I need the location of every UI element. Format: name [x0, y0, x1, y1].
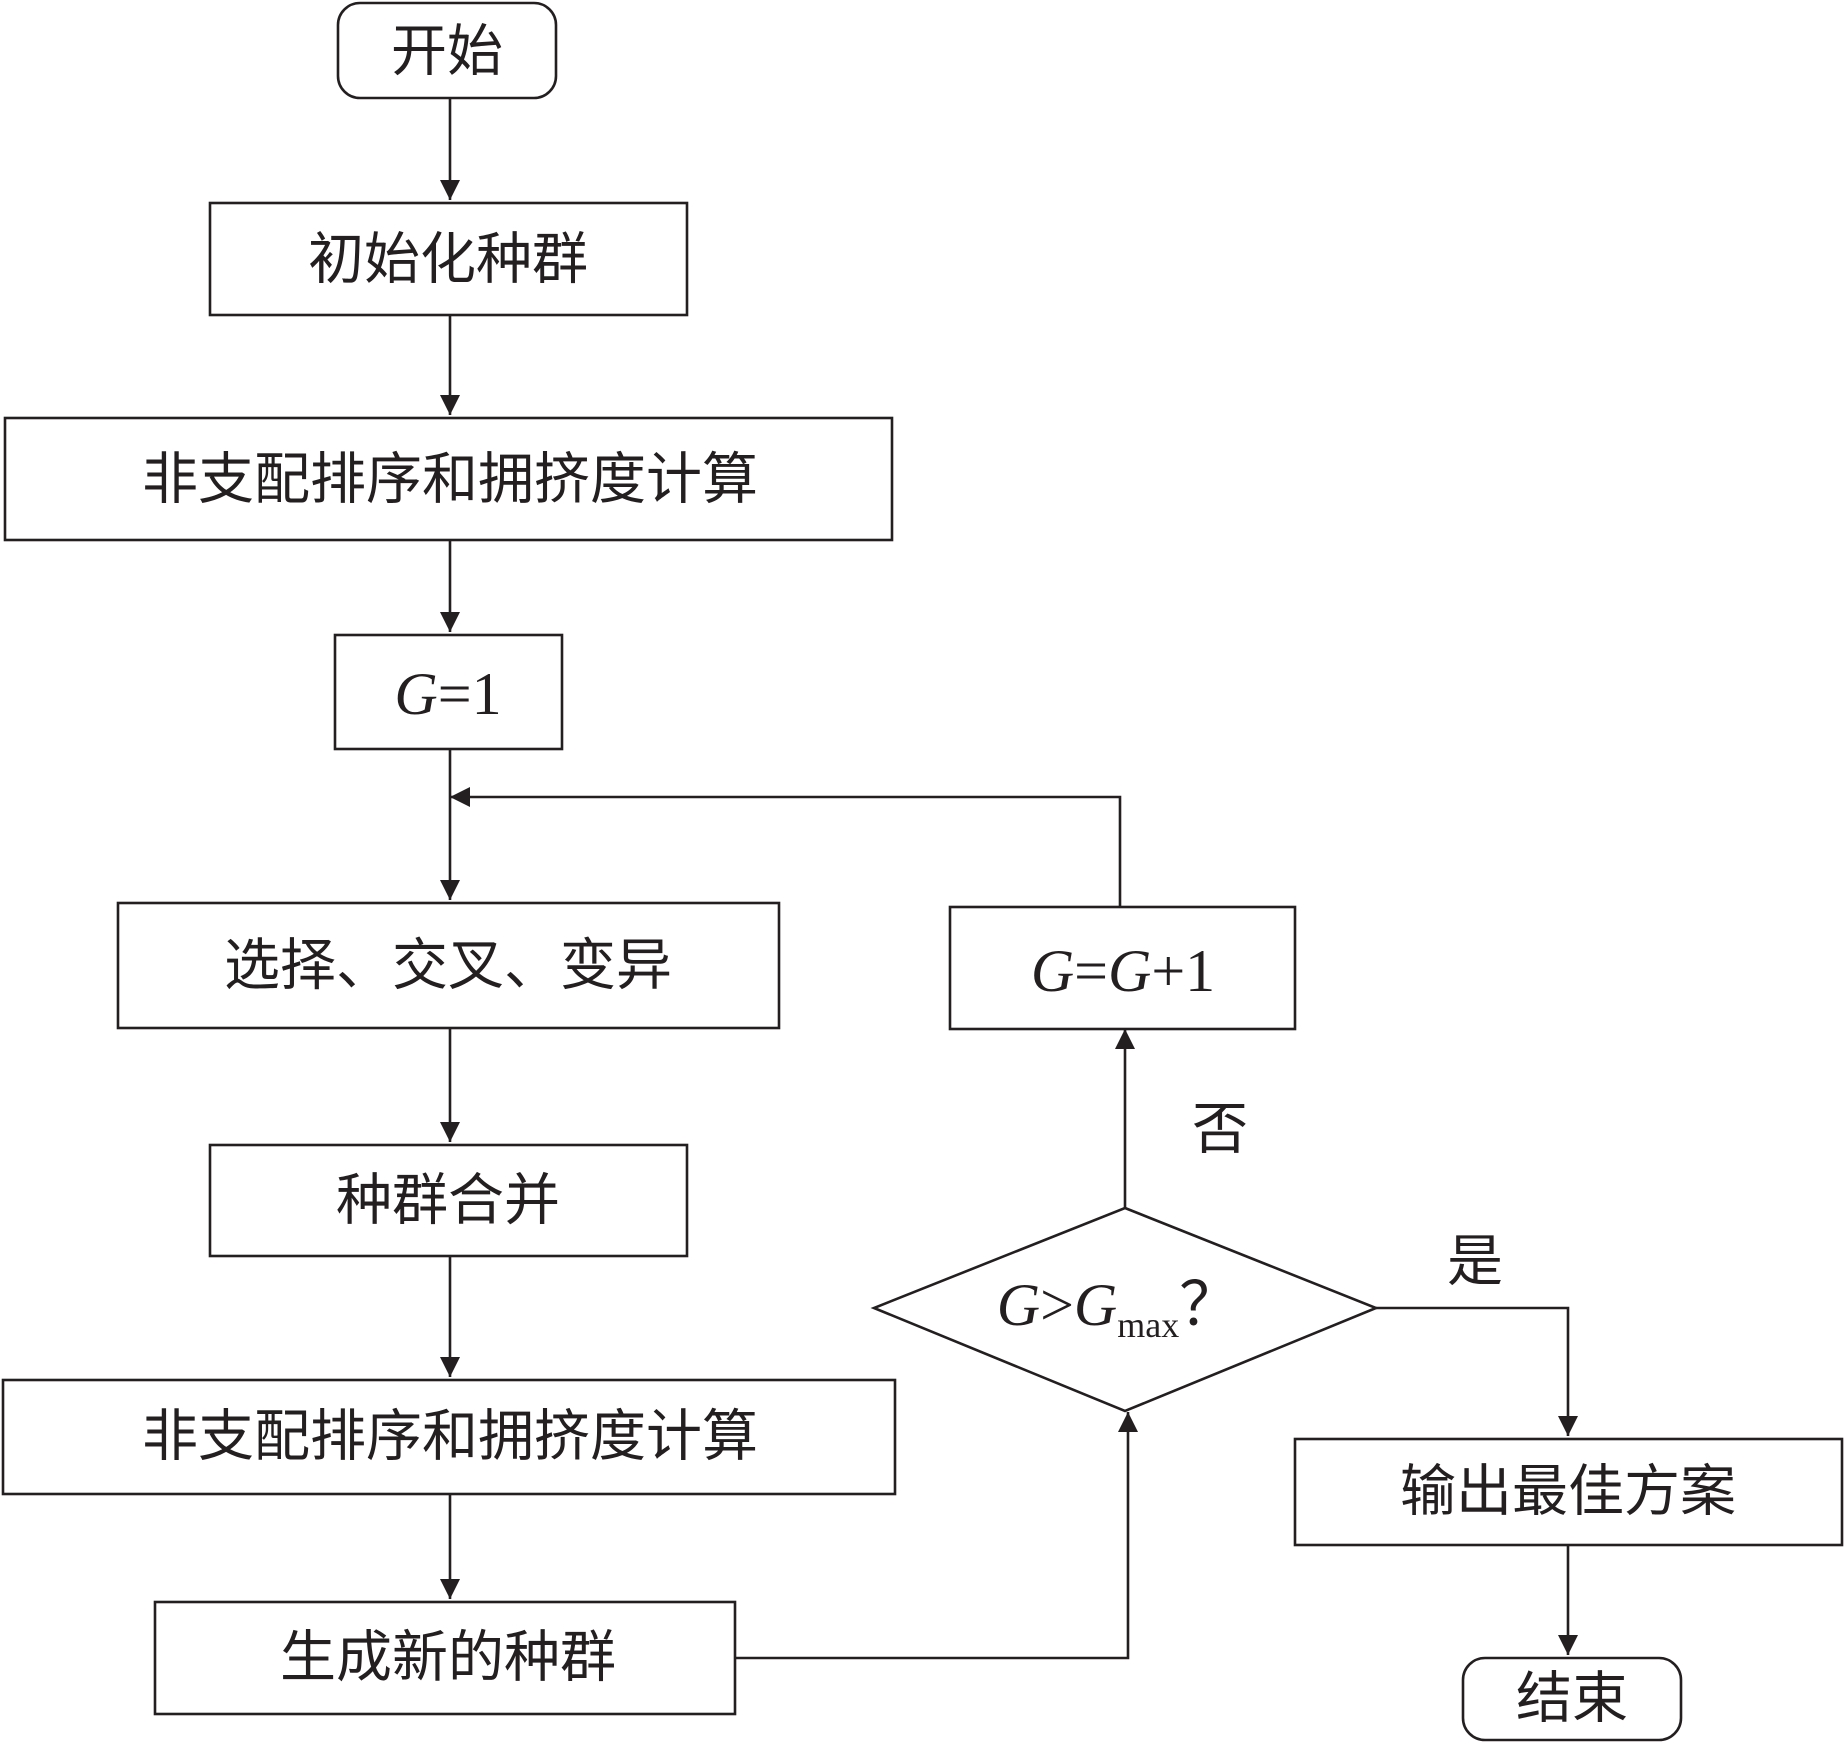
nd-sort-label-2: 非支配排序和拥挤度计算	[142, 1405, 758, 1470]
edge-label-no: 否	[1192, 1098, 1248, 1163]
decision-question: ？	[1179, 1272, 1239, 1338]
end-node: 结束	[1461, 1656, 1683, 1742]
decision-var: G	[997, 1272, 1040, 1338]
nd-sort-node-2: 非支配排序和拥挤度计算	[1, 1378, 897, 1496]
init-population-label: 初始化种群	[308, 228, 588, 293]
start-node: 开始	[336, 1, 558, 100]
end-label: 结束	[1516, 1667, 1628, 1732]
g-increment-var: G	[1031, 938, 1074, 1004]
edge-label-yes: 是	[1447, 1230, 1503, 1295]
init-population-node: 初始化种群	[208, 201, 689, 317]
edge-decision-yes-to-output	[1376, 1306, 1578, 1436]
decision-op: >	[1040, 1272, 1074, 1338]
g-init-var: G	[394, 661, 437, 727]
decision-label: G>Gmax？	[997, 1272, 1240, 1345]
edges	[440, 98, 1578, 1660]
g-increment-var2: G	[1108, 938, 1151, 1004]
g-increment-rest: +1	[1151, 938, 1215, 1004]
merge-population-node: 种群合并	[208, 1143, 689, 1258]
decision-var2: G	[1074, 1272, 1117, 1338]
output-best-node: 输出最佳方案	[1293, 1437, 1844, 1547]
g-init-node: G=1	[333, 633, 564, 751]
genetic-ops-node: 选择、交叉、变异	[116, 901, 781, 1030]
g-init-rest: =1	[438, 661, 502, 727]
genetic-ops-label: 选择、交叉、变异	[224, 934, 672, 999]
g-init-label: G=1	[394, 661, 501, 727]
new-population-label: 生成新的种群	[280, 1626, 616, 1691]
start-label: 开始	[391, 20, 503, 85]
edge-increment-loop-back	[450, 787, 1122, 907]
decision-subscript: max	[1117, 1305, 1179, 1345]
decision-node: G>Gmax？	[870, 1206, 1380, 1413]
output-best-label: 输出最佳方案	[1400, 1460, 1736, 1525]
merge-population-label: 种群合并	[336, 1169, 560, 1234]
nd-sort-label-1: 非支配排序和拥挤度计算	[142, 448, 758, 513]
new-population-node: 生成新的种群	[153, 1600, 737, 1716]
g-increment-label: G=G+1	[1031, 938, 1215, 1004]
nd-sort-node-1: 非支配排序和拥挤度计算	[3, 416, 894, 542]
g-increment-eq: =	[1074, 938, 1108, 1004]
edge-new-to-decision	[735, 1412, 1138, 1660]
g-increment-node: G=G+1	[948, 905, 1297, 1031]
